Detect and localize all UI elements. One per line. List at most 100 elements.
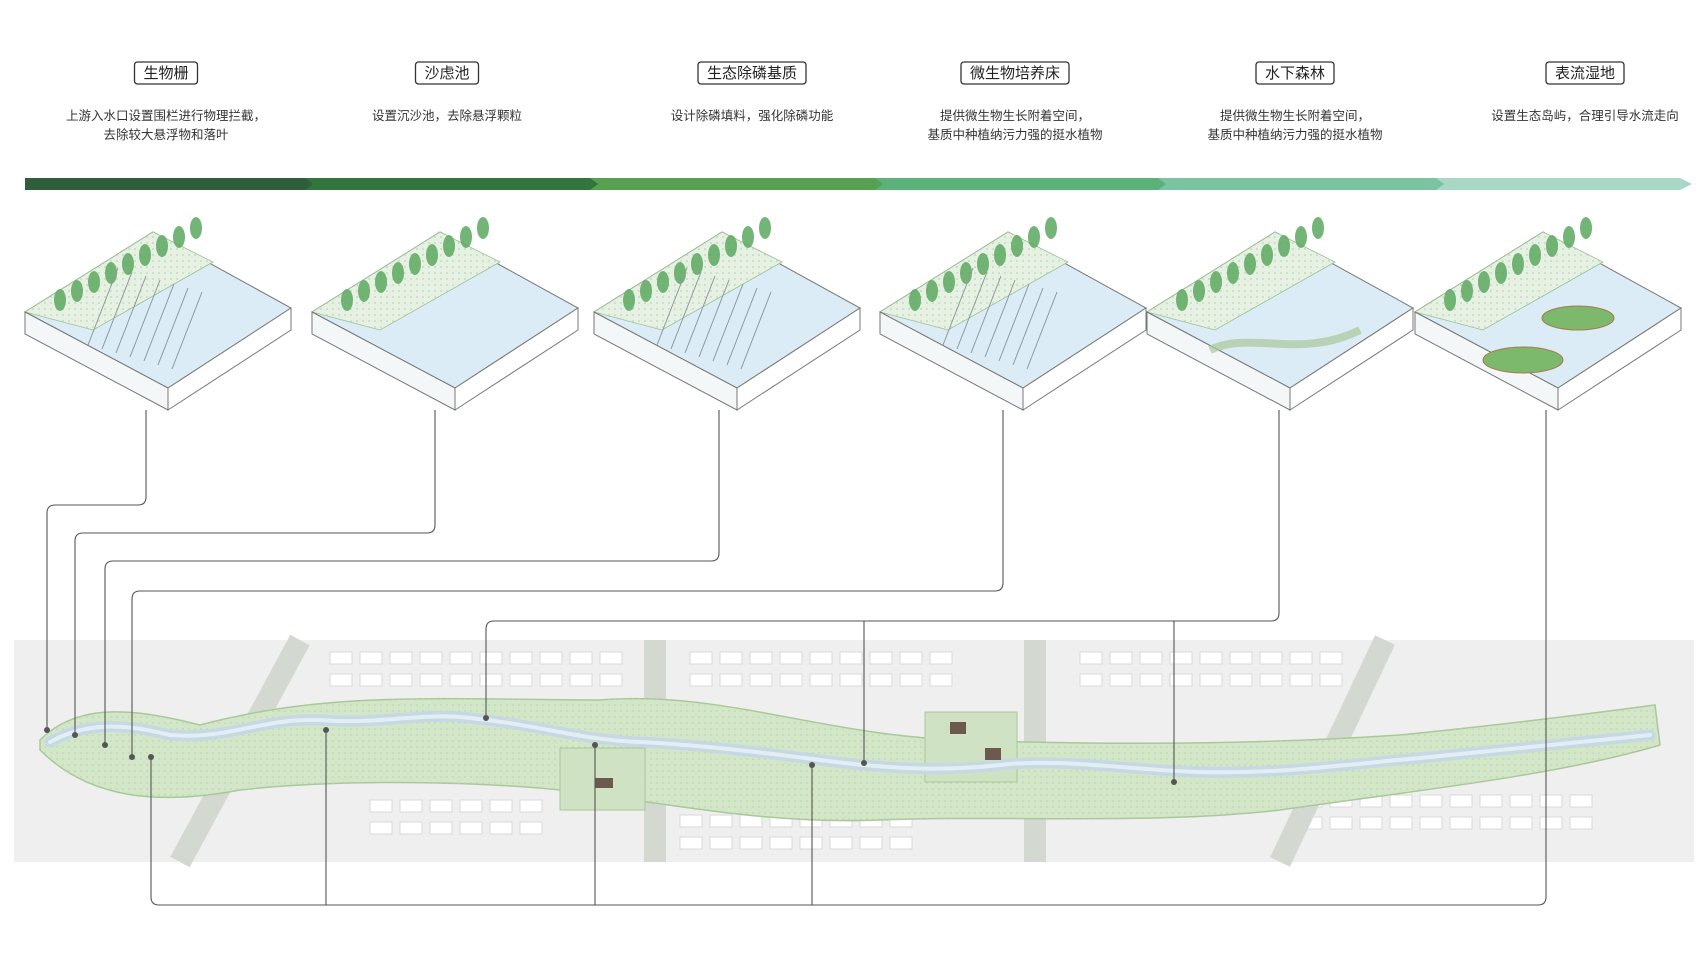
connector-stage-2 (74, 410, 436, 735)
building-11 (329, 673, 353, 687)
building-98 (1389, 816, 1413, 830)
structure-line-4-6 (1012, 287, 1044, 366)
tree-5-2 (1193, 280, 1205, 302)
arrow-segment-4 (875, 178, 1174, 190)
building-54 (1259, 673, 1283, 687)
building-49 (1109, 673, 1133, 687)
building-83 (859, 836, 883, 850)
stage-title-box-3 (697, 61, 807, 85)
building-52 (1199, 673, 1223, 687)
block-front-right-5 (1289, 307, 1414, 411)
structure-line-3-3 (684, 275, 716, 354)
building-88 (1389, 794, 1413, 808)
tree-3-6 (708, 244, 720, 266)
building-21 (689, 651, 713, 665)
structure-line-3-6 (726, 287, 758, 366)
connector-stage-4 (131, 410, 1004, 757)
building-59 (429, 799, 453, 813)
building-15 (449, 673, 473, 687)
pavilion-1 (950, 722, 966, 734)
building-101 (1479, 816, 1503, 830)
structure-line-1-5 (143, 283, 175, 362)
building-24 (779, 651, 803, 665)
site-plan (14, 634, 1694, 868)
block-bank-texture-3 (594, 232, 782, 330)
building-91 (1479, 794, 1503, 808)
building-14 (419, 673, 443, 687)
stage-title-box-2 (414, 61, 480, 85)
endpoint-10 (592, 742, 598, 748)
stage-block-3 (593, 217, 861, 411)
structure-line-3-2 (670, 271, 702, 350)
tree-1-6 (139, 244, 151, 266)
building-99 (1419, 816, 1443, 830)
tree-2-7 (443, 235, 455, 257)
stage-block-6 (1414, 217, 1682, 411)
tree-3-9 (759, 217, 771, 239)
building-35 (839, 673, 863, 687)
tree-3-5 (691, 253, 703, 275)
building-25 (809, 651, 833, 665)
building-4 (419, 651, 443, 665)
building-23 (749, 651, 773, 665)
building-70 (709, 814, 733, 828)
building-34 (809, 673, 833, 687)
tree-3-2 (640, 280, 652, 302)
block-front-right-1 (167, 307, 292, 411)
stage-title-6: 表流湿地 (1555, 64, 1615, 82)
tree-5-4 (1227, 262, 1239, 284)
tree-6-3 (1478, 271, 1490, 293)
block-front-right-3 (736, 307, 861, 411)
building-27 (869, 651, 893, 665)
tree-3-4 (674, 262, 686, 284)
structure-line-1-3 (115, 275, 147, 354)
stage-title-2: 沙虑池 (424, 64, 469, 82)
tree-1-4 (105, 262, 117, 284)
stage-block-2 (311, 217, 579, 411)
stage-desc-4-line-1: 提供微生物生长附着空间， (940, 108, 1090, 123)
building-92 (1509, 794, 1533, 808)
block-bank-texture-6 (1415, 232, 1603, 330)
endpoint-9 (323, 727, 329, 733)
tree-1-9 (190, 217, 202, 239)
stage-desc-2-line-1: 设置沉沙池，去除悬浮颗粒 (372, 108, 522, 123)
stage-block-1 (24, 217, 292, 411)
building-29 (929, 651, 953, 665)
building-32 (749, 673, 773, 687)
stage-title-5: 水下森林 (1265, 64, 1325, 82)
building-46 (1289, 651, 1313, 665)
arrow-segment-6 (1436, 178, 1692, 190)
tree-6-9 (1580, 217, 1592, 239)
endpoint-6 (861, 760, 867, 766)
tree-1-3 (88, 271, 100, 293)
tree-5-1 (1176, 289, 1188, 311)
stage-title-box-5 (1255, 61, 1335, 85)
stage-labels: 生物栅上游入水口设置围栏进行物理拦截，去除较大悬浮物和落叶沙虑池设置沉沙池，去除… (66, 61, 1679, 142)
stage-desc-1-line-1: 上游入水口设置围栏进行物理拦截， (66, 108, 266, 123)
endpoint-8 (148, 754, 154, 760)
tree-2-4 (392, 262, 404, 284)
building-8 (539, 651, 563, 665)
structure-line-4-7 (1026, 291, 1058, 370)
structure-line-1-6 (157, 287, 189, 366)
structure-line-4-3 (970, 275, 1002, 354)
endpoint-3 (102, 742, 108, 748)
connector-lines (46, 410, 1547, 906)
tree-2-3 (375, 271, 387, 293)
tree-3-7 (725, 235, 737, 257)
building-63 (369, 821, 393, 835)
building-61 (489, 799, 513, 813)
connector-stage-6 (150, 410, 1547, 906)
block-bank-texture-1 (25, 232, 213, 330)
building-97 (1359, 816, 1383, 830)
stage-title-box-6 (1545, 61, 1625, 85)
tree-1-8 (173, 226, 185, 248)
building-28 (899, 651, 923, 665)
pavilion-2 (985, 748, 1001, 760)
building-39 (1079, 651, 1103, 665)
structure-line-1-4 (129, 279, 161, 358)
